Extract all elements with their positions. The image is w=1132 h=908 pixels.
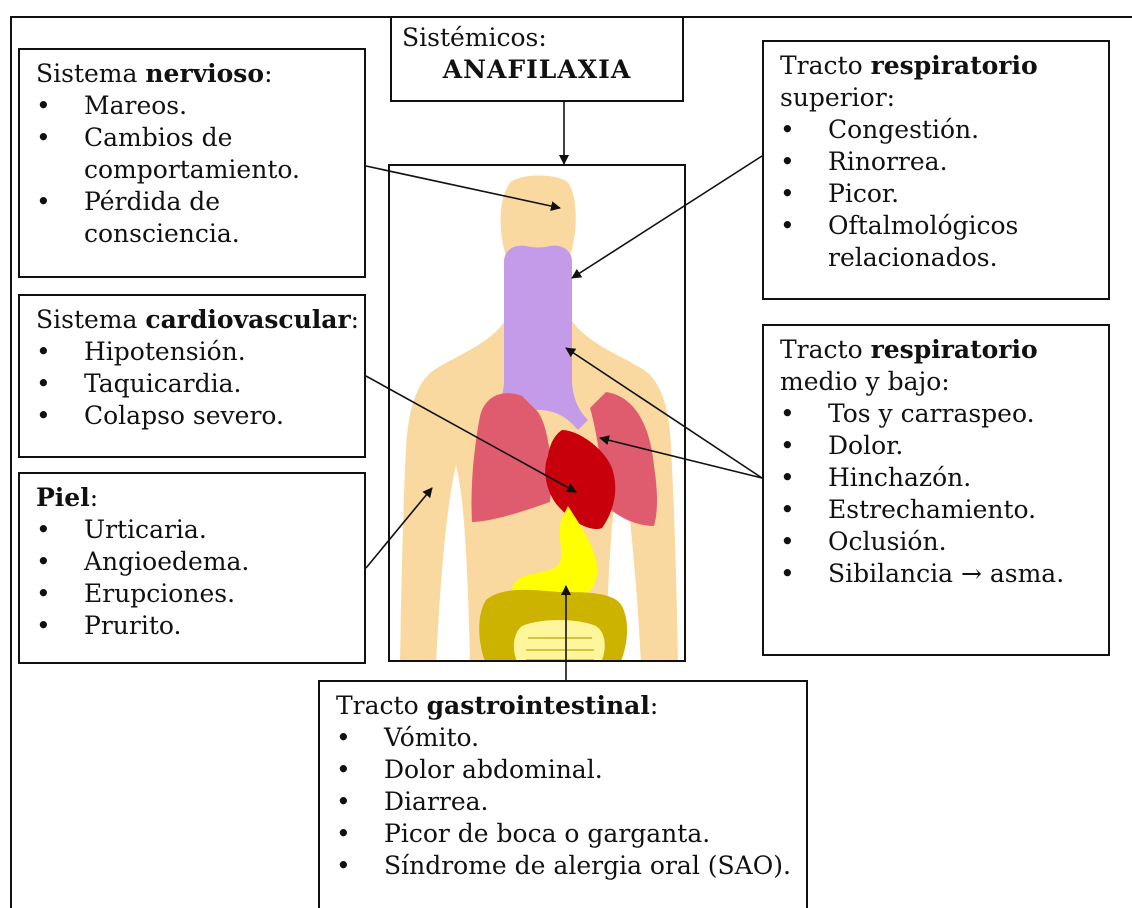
list-item: Picor. — [780, 178, 1096, 210]
list-item: Diarrea. — [336, 786, 794, 818]
frame-left-border — [10, 16, 12, 908]
list-item: Colapso severo. — [36, 400, 352, 432]
heading-bold-text: respiratorio — [871, 51, 1038, 80]
heading-plain-text: Sistema — [36, 305, 145, 334]
nervous-symptom-list: Mareos. Cambios de comportamiento. Pérdi… — [36, 90, 352, 250]
gastrointestinal-heading: Tracto gastrointestinal: — [336, 690, 794, 722]
nervous-system-box: Sistema nervioso: Mareos. Cambios de com… — [18, 48, 366, 278]
list-item: Prurito. — [36, 610, 352, 642]
gastrointestinal-symptom-list: Vómito. Dolor abdominal. Diarrea. Picor … — [336, 722, 794, 882]
list-item: Dolor abdominal. — [336, 754, 794, 786]
list-item: Estrechamiento. — [780, 494, 1096, 526]
heading-bold-text: gastrointestinal — [427, 691, 650, 720]
list-item: Hipotensión. — [36, 336, 352, 368]
upper-respiratory-symptom-list: Congestión. Rinorrea. Picor. Oftalmológi… — [780, 114, 1096, 274]
cardiovascular-symptom-list: Hipotensión. Taquicardia. Colapso severo… — [36, 336, 352, 432]
list-item: Oclusión. — [780, 526, 1096, 558]
lower-respiratory-subheading: medio y bajo: — [780, 366, 1096, 398]
lower-respiratory-symptom-list: Tos y carraspeo. Dolor. Hinchazón. Estre… — [780, 398, 1096, 590]
list-item: Dolor. — [780, 430, 1096, 462]
heading-colon: : — [351, 305, 359, 334]
heading-bold-text: nervioso — [145, 59, 264, 88]
small-intestine — [514, 620, 605, 662]
skin-symptom-list: Urticaria. Angioedema. Erupciones. Pruri… — [36, 514, 352, 642]
skin-heading: Piel: — [36, 482, 352, 514]
heading-bold-text: respiratorio — [871, 335, 1038, 364]
upper-respiratory-heading: Tracto respiratorio — [780, 50, 1096, 82]
body-illustration — [390, 166, 686, 662]
list-item: Erupciones. — [36, 578, 352, 610]
heading-colon: : — [264, 59, 272, 88]
list-item: Congestión. — [780, 114, 1096, 146]
list-item: Rinorrea. — [780, 146, 1096, 178]
systemic-box: Sistémicos: ANAFILAXIA — [390, 16, 684, 102]
gastrointestinal-box: Tracto gastrointestinal: Vómito. Dolor a… — [318, 680, 808, 908]
list-item: Sibilancia → asma. — [780, 558, 1096, 590]
body-figure-panel — [388, 164, 686, 662]
upper-respiratory-subheading: superior: — [780, 82, 1096, 114]
list-item: Taquicardia. — [36, 368, 352, 400]
lower-respiratory-box: Tracto respiratorio medio y bajo: Tos y … — [762, 324, 1110, 656]
heading-bold-text: cardiovascular — [145, 305, 350, 334]
list-item: Oftalmológicos relacionados. — [780, 210, 1048, 274]
list-item: Urticaria. — [36, 514, 352, 546]
cardiovascular-box: Sistema cardiovascular: Hipotensión. Taq… — [18, 294, 366, 458]
upper-respiratory-box: Tracto respiratorio superior: Congestión… — [762, 40, 1110, 300]
systemic-title: Sistémicos: — [402, 22, 672, 54]
list-item: Vómito. — [336, 722, 794, 754]
skin-box: Piel: Urticaria. Angioedema. Erupciones.… — [18, 472, 366, 664]
heading-bold-text: Piel — [36, 483, 90, 512]
heading-colon: : — [650, 691, 658, 720]
list-item: Mareos. — [36, 90, 352, 122]
cardiovascular-heading: Sistema cardiovascular: — [36, 304, 352, 336]
lower-respiratory-heading: Tracto respiratorio — [780, 334, 1096, 366]
heading-plain-text: Tracto — [780, 335, 871, 364]
heading-plain-text: Tracto — [336, 691, 427, 720]
list-item: Síndrome de alergia oral (SAO). — [336, 850, 794, 882]
list-item: Hinchazón. — [780, 462, 1096, 494]
anaphylaxis-label: ANAFILAXIA — [402, 54, 672, 86]
heading-colon: : — [90, 483, 98, 512]
heading-plain-text: Tracto — [780, 51, 871, 80]
list-item: Tos y carraspeo. — [780, 398, 1096, 430]
list-item: Picor de boca o garganta. — [336, 818, 794, 850]
nervous-system-heading: Sistema nervioso: — [36, 58, 352, 90]
heading-plain-text: Sistema — [36, 59, 145, 88]
list-item: Pérdida de consciencia. — [36, 186, 284, 250]
list-item: Cambios de comportamiento. — [36, 122, 314, 186]
list-item: Angioedema. — [36, 546, 352, 578]
